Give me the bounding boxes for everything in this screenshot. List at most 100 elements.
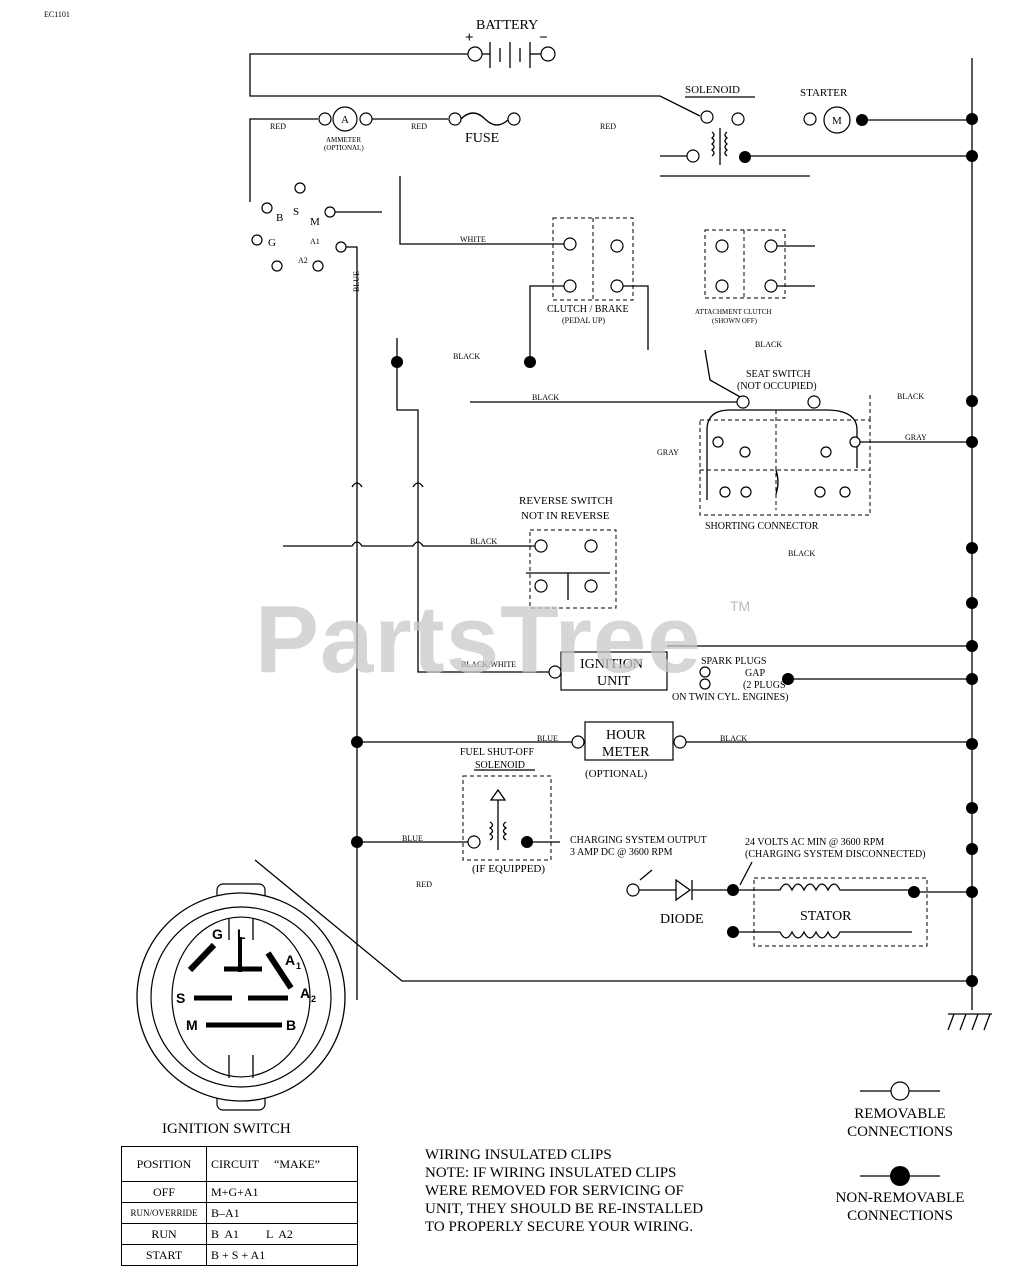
- wire-gray-1: GRAY: [657, 448, 679, 457]
- face-label-a1-sub: 1: [296, 961, 301, 971]
- face-label-g: G: [212, 926, 223, 942]
- table-cell-position: START: [121, 1244, 207, 1266]
- legend-removable-line-2: CONNECTIONS: [847, 1124, 953, 1140]
- ignition-switch-title: IGNITION SWITCH: [162, 1121, 291, 1137]
- clutch-brake-note: (PEDAL UP): [562, 316, 605, 325]
- watermark-tm: TM: [730, 598, 751, 614]
- fuel-solenoid-label-1: FUEL SHUT-OFF: [460, 747, 534, 758]
- spark-plugs-label-1: SPARK PLUGS: [701, 656, 767, 667]
- table-cell-circuit: B A1 L A2: [206, 1223, 358, 1245]
- reverse-switch-note: NOT IN REVERSE: [521, 510, 610, 522]
- spark-plugs-label-3: (2 PLUGS: [743, 680, 786, 691]
- ground-symbol: [947, 1013, 992, 1031]
- legend-nonremovable-label: NON-REMOVABLE CONNECTIONS: [818, 1189, 982, 1225]
- battery-label: BATTERY: [476, 18, 538, 33]
- fuel-solenoid-note: (IF EQUIPPED): [472, 863, 545, 875]
- solenoid-label: SOLENOID: [685, 84, 740, 96]
- ignition-unit: IGNITION UNIT: [560, 651, 668, 691]
- wire-blue-2: BLUE: [402, 834, 423, 843]
- charging-leader: [639, 869, 653, 881]
- face-label-a2-sub: 2: [311, 994, 316, 1004]
- hour-meter: HOUR METER (OPTIONAL): [571, 721, 687, 780]
- wire-gray-2: GRAY: [905, 433, 927, 442]
- fuel-solenoid-label-2: SOLENOID: [475, 760, 525, 771]
- ammeter-note: (OPTIONAL): [324, 144, 364, 152]
- starter-m: M: [832, 115, 842, 127]
- face-label-a1: A: [285, 952, 295, 968]
- ac-volts-label-1: 24 VOLTS AC MIN @ 3600 RPM: [745, 837, 884, 848]
- reverse-switch-label: REVERSE SWITCH: [519, 495, 613, 507]
- ammeter: A AMMETER (OPTIONAL): [318, 106, 373, 152]
- table-row: OFF M+G+A1: [121, 1181, 358, 1203]
- terminal-b: B: [276, 212, 283, 224]
- charging-output-label-2: 3 AMP DC @ 3600 RPM: [570, 847, 673, 858]
- clutch-brake-switch: CLUTCH / BRAKE (PEDAL UP): [547, 217, 634, 325]
- note-line: TO PROPERLY SECURE YOUR WIRING.: [425, 1219, 694, 1235]
- table-cell-position: RUN: [121, 1223, 207, 1245]
- hour-meter-label-1: HOUR: [606, 728, 646, 743]
- terminal-s: S: [293, 206, 299, 218]
- face-label-a2: A: [300, 985, 310, 1001]
- seat-switch: SEAT SWITCH (NOT OCCUPIED) SHORTING CONN…: [699, 349, 871, 532]
- ignition-switch-terminals: B S M G A1 A2: [251, 182, 347, 272]
- wire-red-1: RED: [270, 122, 286, 131]
- charging-output-connector: [626, 883, 640, 897]
- terminal-a1: A1: [310, 237, 320, 246]
- seat-switch-note: (NOT OCCUPIED): [737, 381, 817, 392]
- table-cell-circuit: B + S + A1: [206, 1244, 358, 1266]
- starter: STARTER M: [800, 87, 972, 134]
- face-label-b: B: [286, 1017, 296, 1033]
- fuse-label: FUSE: [465, 131, 499, 146]
- battery: BATTERY + −: [465, 18, 556, 68]
- terminal-a2: A2: [298, 256, 308, 265]
- spark-plugs-label-4: ON TWIN CYL. ENGINES): [672, 692, 788, 703]
- wire-red-4: RED: [416, 880, 432, 889]
- note-line: WIRING INSULATED CLIPS: [425, 1147, 612, 1163]
- wire-crossovers: [351, 482, 424, 488]
- wire-black-3: BLACK: [532, 393, 559, 402]
- wire-black-5: BLACK: [470, 537, 497, 546]
- battery-plus: +: [465, 30, 474, 46]
- black-wire-b: [396, 338, 419, 538]
- ignition-unit-label-1: IGNITION: [580, 657, 643, 672]
- legend-removable-line-1: REMOVABLE: [854, 1106, 946, 1122]
- table-row: RUN B A1 L A2: [121, 1223, 358, 1245]
- legend-removable-label: REMOVABLE CONNECTIONS: [832, 1105, 968, 1141]
- ammeter-label: AMMETER: [326, 136, 361, 144]
- wire-black-hm: BLACK: [720, 734, 747, 743]
- table-cell-position: OFF: [121, 1181, 207, 1203]
- legend-nonremovable-symbol: [860, 1166, 940, 1186]
- ignition-unit-label-2: UNIT: [597, 674, 631, 689]
- table-cell-circuit: M+G+A1: [206, 1181, 358, 1203]
- spark-plugs-label-2: GAP: [745, 668, 765, 679]
- attachment-clutch-label: ATTACHMENT CLUTCH: [695, 308, 772, 316]
- reverse-switch: REVERSE SWITCH NOT IN REVERSE: [519, 495, 617, 609]
- wire-red-3: RED: [600, 122, 616, 131]
- solenoid-dot: [739, 151, 751, 163]
- table-header-make: “MAKE”: [274, 1156, 320, 1171]
- wire-blue-vertical: BLUE: [352, 271, 361, 292]
- wire-blue-1: BLUE: [537, 734, 558, 743]
- clutch-dot: [524, 356, 536, 368]
- wire-white: WHITE: [460, 235, 486, 244]
- face-label-m: M: [186, 1017, 198, 1033]
- starter-label: STARTER: [800, 87, 848, 99]
- table-cell-position: RUN/OVERRIDE: [121, 1202, 207, 1224]
- ignition-switch-face: G L A 1 A 2 S M B: [136, 883, 346, 1111]
- note-line: WERE REMOVED FOR SERVICING OF: [425, 1183, 684, 1199]
- watermark: PartsTree: [255, 586, 702, 693]
- wire-red-2: RED: [411, 122, 427, 131]
- blue-main-wire: [346, 246, 358, 1000]
- attachment-clutch-note: (SHOWN OFF): [712, 317, 758, 325]
- legend-nonremovable-line-1: NON-REMOVABLE: [835, 1190, 965, 1206]
- battery-minus: −: [539, 30, 548, 46]
- clutch-black-wire: [529, 285, 564, 362]
- table-cell-circuit: B–A1: [206, 1202, 358, 1224]
- note-line: UNIT, THEY SHOULD BE RE-INSTALLED: [425, 1201, 704, 1217]
- doc-id: EC1101: [44, 10, 70, 19]
- wire-black-1: BLACK: [453, 352, 480, 361]
- bus-junction-dots: [966, 113, 978, 987]
- table-row: START B + S + A1: [121, 1244, 358, 1266]
